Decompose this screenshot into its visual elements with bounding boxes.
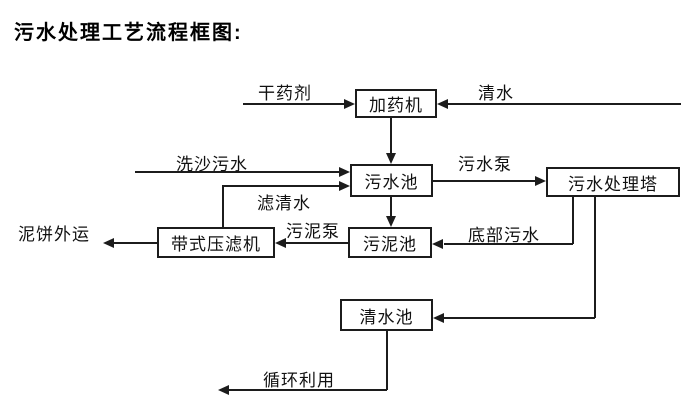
line-recycle [229,389,387,391]
line-tower-to-clean-vertical [594,197,596,318]
label-recycle: 循环利用 [263,371,335,390]
label-sand-washing: 洗沙污水 [176,155,248,174]
label-dry-chemical: 干药剂 [258,84,312,103]
diagram-title: 污水处理工艺流程框图: [14,22,243,44]
arrowhead-tower-to-clean-icon [433,313,444,323]
node-clean-water-pool: 清水池 [340,299,433,331]
label-clean-water-in: 清水 [478,84,514,103]
line-sludge-pump [286,242,348,244]
line-sewage-pump [433,180,535,182]
line-recycle-vertical [386,331,388,390]
line-tower-to-clean [444,317,595,319]
arrowhead-bottom-sewage-icon [432,239,443,249]
arrowhead-sand-washing-icon [339,167,350,177]
arrowhead-sludge-pump-icon [275,238,286,248]
label-bottom-sewage: 底部污水 [468,226,540,245]
label-sludge-pump: 污泥泵 [286,222,340,241]
line-clean-water-in [448,103,681,105]
node-treatment-tower: 污水处理塔 [546,167,680,197]
label-mud-cake-out: 泥饼外运 [18,225,90,244]
arrowhead-filtered-water-icon [339,181,350,191]
arrowhead-mud-cake-out-icon [103,238,114,248]
arrowhead-sewage-pump-icon [535,176,546,186]
arrowhead-sewage-to-sludge-icon [386,216,396,227]
node-belt-filter-press: 带式压滤机 [157,227,275,258]
line-filtered-water [222,185,339,187]
arrowhead-dry-chemical-icon [344,99,355,109]
node-sewage-pool: 污水池 [350,164,433,197]
line-mud-cake-out [114,242,157,244]
label-sewage-pump: 污水泵 [458,155,512,174]
arrowhead-dosing-to-sewage-icon [386,153,396,164]
line-bottom-sewage-vertical [572,197,574,244]
line-sand-washing [135,171,340,173]
line-filtered-water-vertical [222,186,224,227]
arrowhead-clean-water-in-icon [437,99,448,109]
line-dosing-to-sewage [390,118,392,154]
node-dosing-machine: 加药机 [355,89,437,118]
line-bottom-sewage [444,243,573,245]
arrowhead-recycle-icon [218,385,229,395]
label-filtered-water: 滤清水 [257,194,311,213]
line-dry-chemical [243,103,344,105]
node-sludge-pool: 污泥池 [348,227,432,258]
line-sewage-to-sludge [390,197,392,217]
